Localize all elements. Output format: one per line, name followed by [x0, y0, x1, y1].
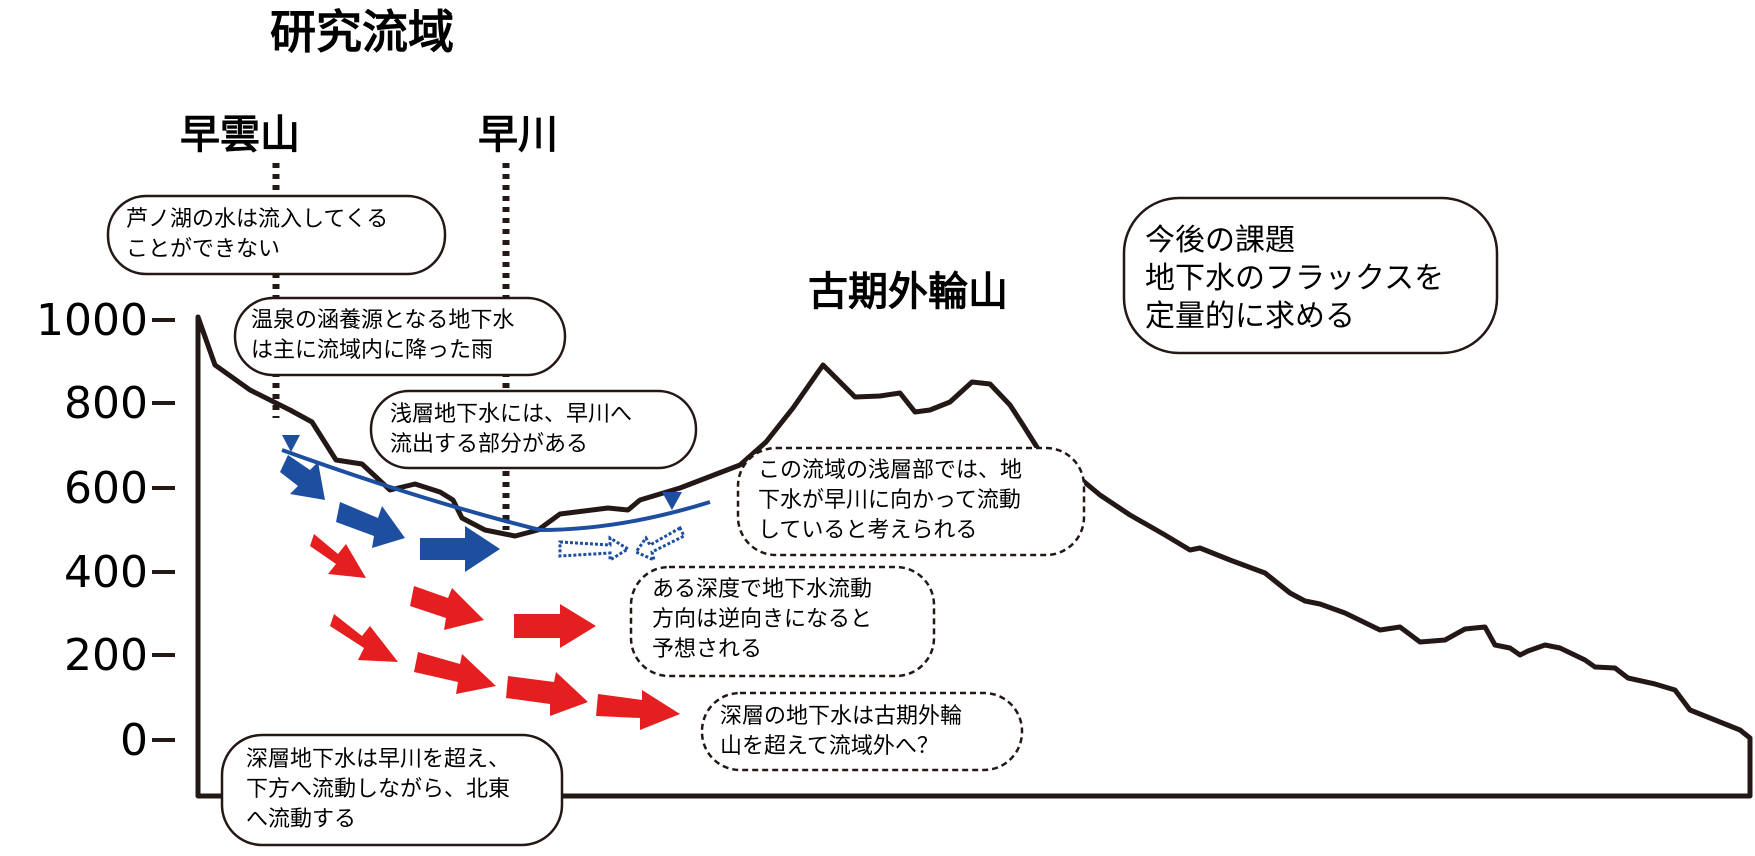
blue-dashed-arrow [560, 538, 628, 560]
callout-future: 今後の課題 地下水のフラックスを 定量的に求める [1124, 198, 1497, 353]
red-arrow [514, 604, 596, 648]
callout-ashinoko-line-1: 芦ノ湖の水は流入してくる [126, 207, 388, 232]
callout-deep-outflow-line-1: 深層の地下水は古期外輪 [720, 704, 962, 729]
deep-flow [310, 534, 680, 730]
callout-onsen: 温泉の涵養源となる地下水 は主に流域内に降った雨 [235, 298, 565, 375]
red-arrow [330, 614, 398, 662]
callout-shallow-outflow-line-2: 流出する部分がある [390, 432, 588, 457]
callout-onsen-line-2: は主に流域内に降った雨 [251, 338, 493, 363]
callout-future-line-3: 定量的に求める [1145, 299, 1355, 334]
diagram-title: 研究流域 [270, 5, 454, 59]
red-arrow [310, 534, 366, 578]
callout-ashinoko: 芦ノ湖の水は流入してくる ことができない [108, 196, 445, 274]
callout-deep-outflow-line-2: 山を超えて流域外へ？ [720, 734, 939, 759]
red-arrow [596, 690, 680, 730]
y-tick-label-0: 0 [120, 715, 148, 766]
callout-depth-reverse: ある深度で地下水流動 方向は逆向きになると 予想される [631, 567, 934, 676]
blue-dashed-arrow [636, 528, 684, 560]
callout-depth-reverse-line-1: ある深度で地下水流動 [652, 577, 872, 602]
red-arrow [414, 652, 496, 694]
callout-shallow-outflow: 浅層地下水には、早川へ 流出する部分がある [371, 391, 696, 468]
callout-deep-northeast-line-2: 下方へ流動しながら、北東 [246, 777, 510, 802]
callout-depth-reverse-line-3: 予想される [652, 637, 762, 662]
label-hayakumo: 早雲山 [180, 112, 300, 158]
callout-future-line-1: 今後の課題 [1145, 223, 1295, 258]
label-outer-rim: 古期外輪山 [808, 269, 1008, 315]
callout-shallow-outflow-line-1: 浅層地下水には、早川へ [390, 402, 632, 427]
callout-shallow-flow: この流域の浅層部では、地 下水が早川に向かって流動 していると考えられる [738, 448, 1084, 555]
callout-deep-northeast-line-1: 深層地下水は早川を超え、 [246, 747, 510, 772]
y-tick-label-400: 400 [64, 547, 148, 598]
callout-depth-reverse-line-2: 方向は逆向きになると [652, 607, 872, 632]
red-arrow [410, 586, 484, 630]
callout-shallow-flow-line-3: していると考えられる [758, 518, 977, 543]
y-tick-label-1000: 1000 [36, 295, 148, 346]
y-tick-label-200: 200 [64, 630, 148, 681]
callout-shallow-flow-line-1: この流域の浅層部では、地 [758, 458, 1022, 483]
water-table-marker-right [662, 492, 682, 510]
y-tick-label-600: 600 [64, 463, 148, 514]
callout-onsen-line-1: 温泉の涵養源となる地下水 [251, 308, 514, 333]
red-arrow [506, 672, 588, 716]
blue-arrow [336, 502, 405, 548]
callout-shallow-flow-line-2: 下水が早川に向かって流動 [758, 488, 1021, 513]
callout-future-line-2: 地下水のフラックスを [1145, 261, 1444, 296]
callout-deep-northeast-line-3: へ流動する [246, 807, 356, 832]
label-hayakawa: 早川 [478, 112, 558, 158]
callout-deep-outflow: 深層の地下水は古期外輪 山を超えて流域外へ？ [702, 693, 1022, 770]
callout-deep-northeast: 深層地下水は早川を超え、 下方へ流動しながら、北東 へ流動する [222, 735, 562, 845]
callout-ashinoko-line-2: ことができない [126, 237, 280, 262]
y-axis: 1000 800 600 400 200 0 [36, 295, 175, 766]
y-tick-label-800: 800 [64, 378, 148, 429]
